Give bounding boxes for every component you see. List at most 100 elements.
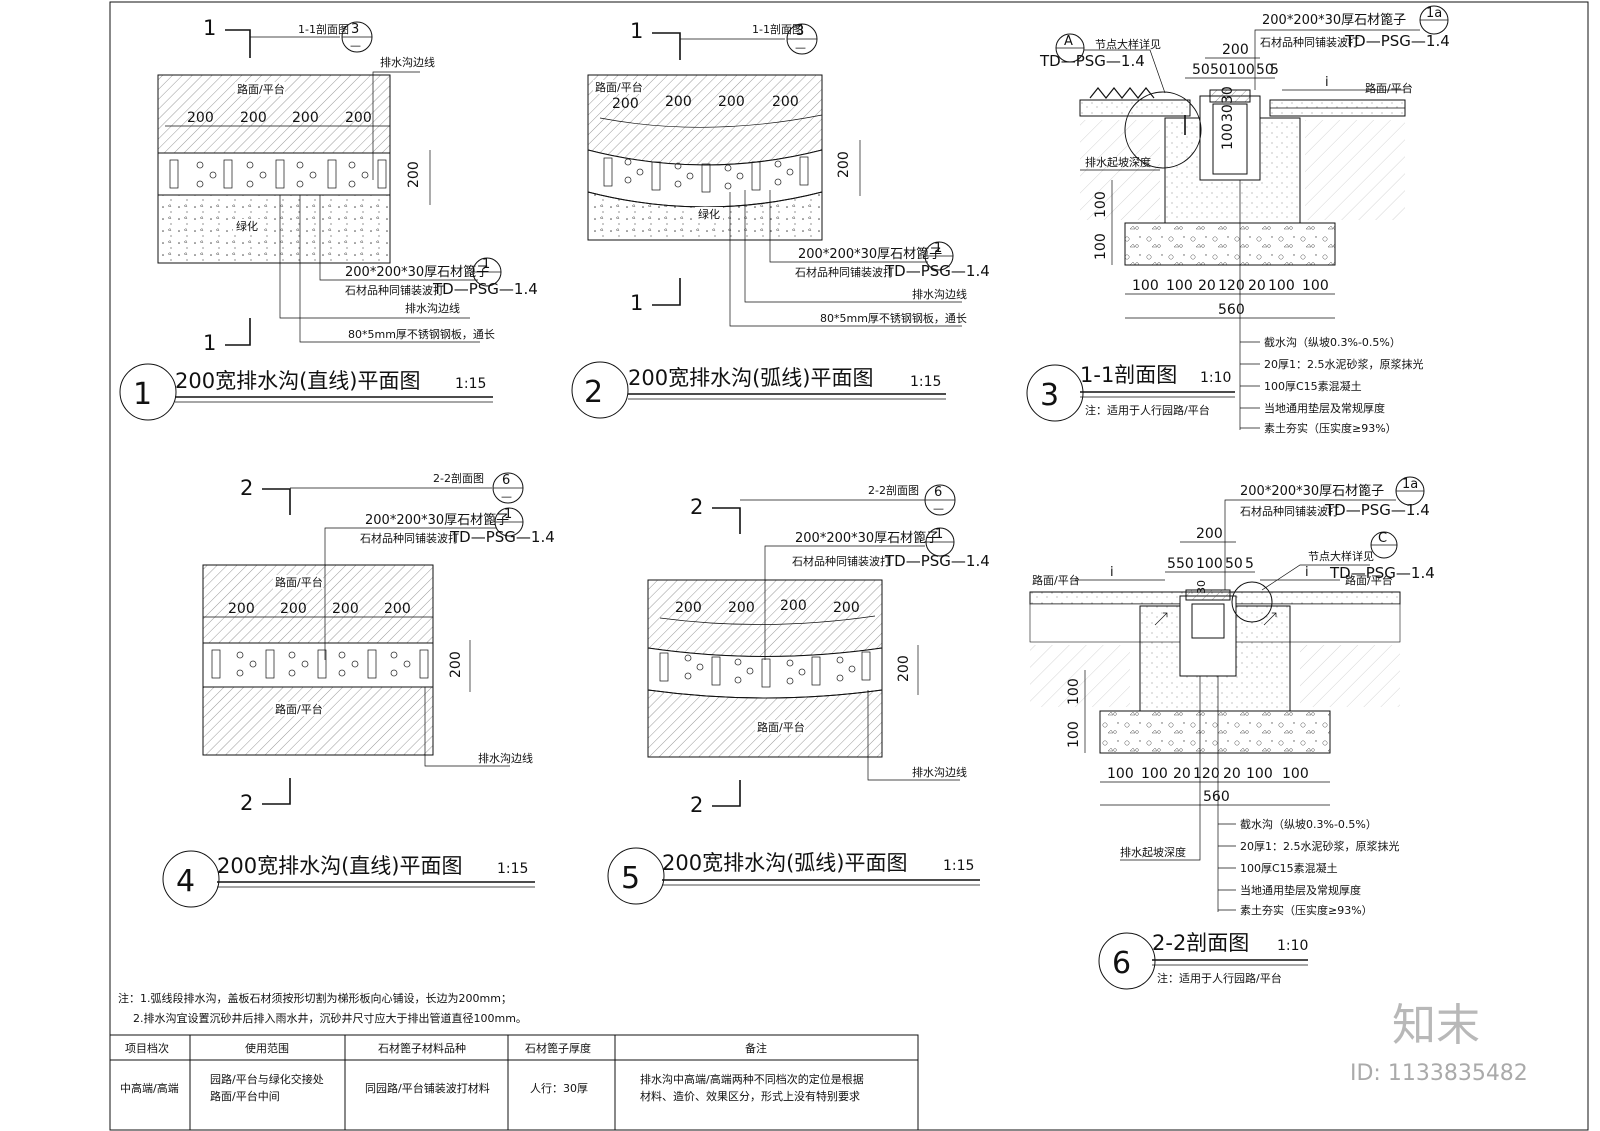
view-1-plan-straight: 路面/平台 绿化 200 200 200 200 200 1 1 1-1剖面图: [119, 16, 538, 421]
dim-text: 200: [896, 655, 912, 682]
ref-sheet: —: [350, 39, 361, 52]
dim-text: 200: [345, 110, 372, 126]
ref-sheet: —: [501, 490, 512, 503]
view-scale: 1:10: [1200, 370, 1231, 386]
section-ref-label: 1-1剖面图: [298, 22, 349, 36]
stone-label: 200*200*30厚石材篦子: [1262, 13, 1406, 28]
slope-i: i: [1305, 565, 1309, 580]
plate-label: 80*5mm厚不锈钢钢板，通长: [820, 311, 967, 325]
watermark: 知末 ID: 1133835482: [1350, 1000, 1528, 1086]
dim-text: 100: [1141, 766, 1168, 782]
dim-text: 120: [1218, 278, 1245, 294]
slope-i: i: [1325, 75, 1329, 90]
view-num: 5: [621, 861, 640, 896]
dim-text: 200: [780, 598, 807, 614]
layer-text: 当地通用垫层及常规厚度: [1240, 883, 1361, 897]
table-header: 石材篦子材料品种: [378, 1041, 466, 1055]
stone-label: 石材品种同铺装波打: [360, 531, 459, 545]
dim-text: 50: [1256, 62, 1274, 78]
dim-text: 20: [1248, 278, 1266, 294]
ref-sheet: —: [933, 502, 944, 515]
dim-text: 30: [1220, 104, 1236, 122]
ref-code: TD—PSG—1.4: [449, 528, 555, 546]
dim-text: 100: [1132, 278, 1159, 294]
view-num: 4: [176, 864, 195, 899]
stone-label: 200*200*30厚石材篦子: [365, 513, 509, 528]
table-header: 备注: [745, 1041, 767, 1055]
section-ref-label: 2-2剖面图: [433, 471, 484, 485]
edge-label: 排水沟边线: [405, 301, 460, 315]
ref-code: TD—PSG—1.4: [884, 262, 990, 280]
layer-text: 当地通用垫层及常规厚度: [1264, 401, 1385, 415]
ref-code: TD—PSG—1.4: [432, 280, 538, 298]
view-6-section-2-2: 200*200*30厚石材篦子 1a 石材品种同铺装波打 TD—PSG—1.4 …: [1029, 476, 1435, 990]
green-label: 绿化: [698, 207, 720, 221]
cut-mark: 2: [240, 791, 253, 815]
dim-text: 50: [1225, 556, 1243, 572]
view-title: 200宽排水沟(弧线)平面图: [662, 851, 907, 875]
dim-text: 100: [1196, 556, 1223, 572]
slope-i: i: [1110, 565, 1114, 580]
pave-label: 路面/平台: [275, 702, 323, 716]
view-3-section-1-1: 节点大样详见 A TD—PSG—1.4 200*200*30厚石材篦子 1a 石…: [1026, 5, 1450, 435]
table-cell: 人行：30厚: [530, 1082, 588, 1095]
ref-letter: A: [1064, 34, 1073, 49]
layer-text: 20厚1：2.5水泥砂浆，原浆抹光: [1264, 357, 1424, 371]
view-4-plan-straight: 路面/平台 路面/平台 200 200 200 200 200 2 2 2-2剖…: [162, 471, 555, 908]
table-header: 项目档次: [125, 1041, 169, 1055]
edge-label: 排水沟边线: [478, 751, 533, 765]
view-title: 200宽排水沟(弧线)平面图: [628, 366, 873, 390]
dim-text: 200: [833, 600, 860, 616]
dim-text: 100: [1282, 766, 1309, 782]
table-cell: 中高端/高端: [120, 1081, 179, 1095]
view-num: 3: [1040, 378, 1059, 413]
layer-text: 截水沟（纵坡0.3%-0.5%）: [1240, 817, 1377, 831]
dim-text: 200: [728, 600, 755, 616]
dim-text: 200: [718, 94, 745, 110]
green-label: 绿化: [236, 219, 258, 233]
layer-text: 素土夯实（压实度≥93%）: [1240, 903, 1373, 917]
view-note: 注：适用于人行园路/平台: [1157, 971, 1282, 985]
table-cell: 园路/平台与绿化交接处: [210, 1072, 324, 1086]
view-title: 200宽排水沟(直线)平面图: [175, 369, 420, 393]
dim-text: 20: [1198, 278, 1216, 294]
ref-num: 1: [504, 507, 512, 522]
dim-text: 200: [187, 110, 214, 126]
ref-sheet: —: [795, 41, 806, 54]
pave-label: 路面/平台: [237, 82, 285, 96]
cut-mark: 1: [630, 291, 643, 315]
edge-label: 排水沟边线: [912, 765, 967, 779]
cut-mark: 1: [203, 331, 216, 355]
stone-label: 石材品种同铺装波打: [345, 283, 444, 297]
watermark-id: ID: 1133835482: [1350, 1061, 1528, 1086]
dim-text: 200: [675, 600, 702, 616]
dim-text: 200: [836, 151, 852, 178]
stone-label: 200*200*30厚石材篦子: [1240, 484, 1384, 499]
ref-num: 1: [934, 241, 942, 256]
dim-text: 100: [1107, 766, 1134, 782]
dim-text: 200: [240, 110, 267, 126]
ref-num: 1a: [1426, 6, 1442, 21]
view-title: 2-2剖面图: [1152, 931, 1249, 955]
note-1: 注：1.弧线段排水沟，盖板石材须按形切割为梯形板向心铺设，长边为200mm；: [118, 991, 512, 1005]
view-2-plan-curved: 路面/平台 绿化 200 200 200 200 200 1 1 1-1剖面图: [571, 19, 990, 419]
dim-text: 100: [1302, 278, 1329, 294]
cut-mark: 2: [240, 476, 253, 500]
dim-text: 50: [1210, 62, 1228, 78]
pave-label: 路面/平台: [275, 575, 323, 589]
ref-num: 1: [482, 257, 490, 272]
table-cell: 同园路/平台铺装波打材料: [365, 1081, 490, 1095]
dim-text: 200: [406, 161, 422, 188]
note-2: 2.排水沟宜设置沉砂井后排入雨水井，沉砂井尺寸应大于排出管道直径100mm。: [133, 1011, 527, 1025]
dim-text: 5: [1245, 556, 1254, 572]
dim-text: 200: [280, 601, 307, 617]
dim-text: 100: [1220, 123, 1236, 150]
pave-label: 路面/平台: [1365, 81, 1413, 95]
view-scale: 1:15: [497, 861, 528, 877]
ref-letter: C: [1378, 531, 1387, 546]
pave-label: 路面/平台: [1032, 573, 1080, 587]
watermark-logo: 知末: [1392, 1000, 1480, 1051]
pave-label: 路面/平台: [1345, 573, 1393, 587]
stone-label: 石材品种同铺装波打: [1240, 504, 1339, 518]
